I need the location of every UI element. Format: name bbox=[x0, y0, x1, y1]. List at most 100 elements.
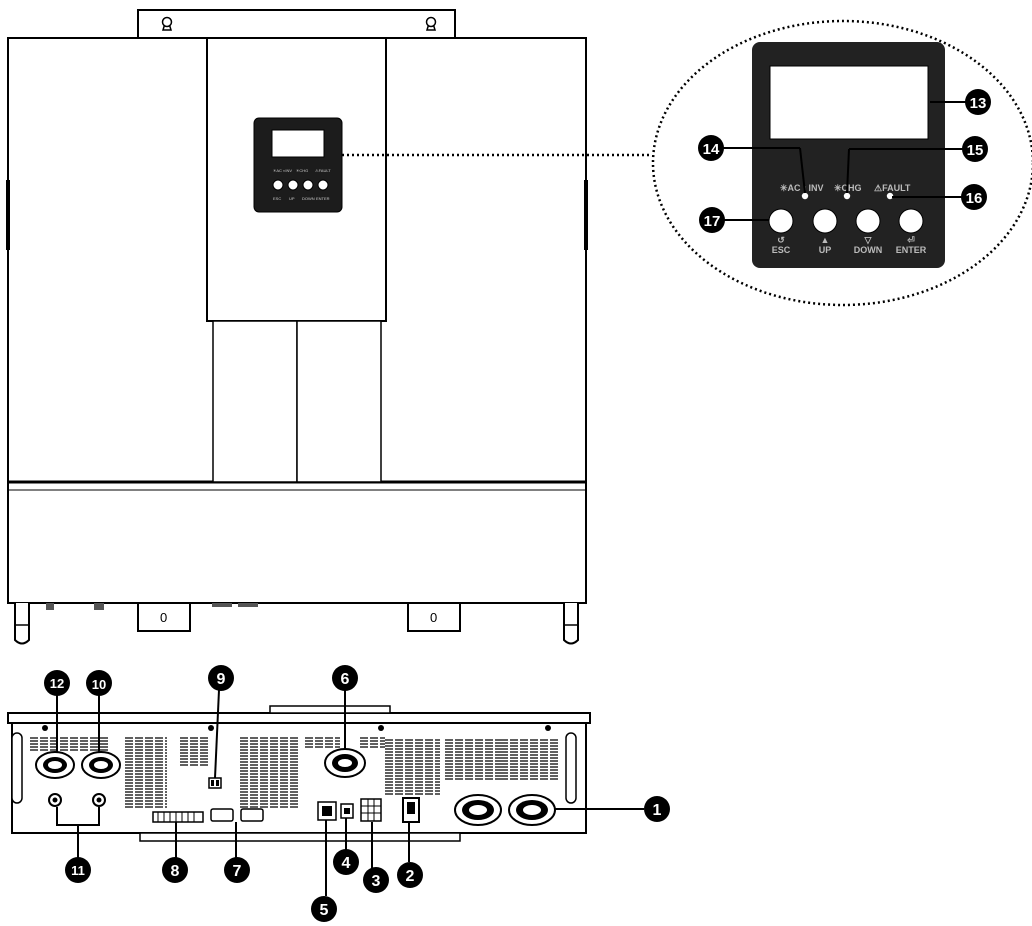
mount-tab-left: 0 bbox=[137, 602, 191, 632]
parallel-terminals bbox=[152, 811, 204, 823]
down-button[interactable]: ▽ DOWN bbox=[854, 208, 883, 255]
svg-text:2: 2 bbox=[406, 868, 415, 885]
callout-17: 17 bbox=[699, 207, 725, 233]
svg-text:⚠FAULT: ⚠FAULT bbox=[315, 168, 331, 173]
svg-text:✳AC ◐INV: ✳AC ◐INV bbox=[273, 168, 292, 173]
mount-label: 0 bbox=[430, 610, 437, 625]
callout-badge-icon bbox=[162, 857, 188, 883]
keyhole-icon bbox=[161, 16, 173, 31]
led-chg bbox=[843, 192, 851, 200]
callout-badge-icon bbox=[208, 665, 234, 691]
callout-badge-icon bbox=[332, 665, 358, 691]
zoomed-panel-view: ✳AC ◐INV ✳CHG ⚠FAULT ↺ ESC ▲ UP ▽ DOWN ⏎… bbox=[651, 19, 1032, 307]
led-ac-inv bbox=[801, 192, 809, 200]
svg-text:16: 16 bbox=[966, 190, 983, 207]
callout-10: 10 bbox=[86, 670, 112, 696]
callout-badge-icon bbox=[311, 896, 337, 922]
callout-8: 8 bbox=[162, 857, 188, 883]
esc-label: ESC bbox=[772, 245, 791, 255]
callout-3: 3 bbox=[363, 867, 389, 893]
lcd-screen bbox=[769, 65, 929, 140]
ac-input-gland bbox=[81, 751, 121, 779]
svg-text:3: 3 bbox=[372, 873, 381, 890]
callout-badge-icon bbox=[965, 89, 991, 115]
bottom-view: 1 2 3 4 5 6 7 8 bbox=[7, 665, 670, 922]
mount-label: 0 bbox=[160, 610, 167, 625]
svg-text:UP: UP bbox=[289, 196, 295, 201]
svg-text:15: 15 bbox=[967, 142, 984, 159]
svg-text:12: 12 bbox=[50, 676, 64, 691]
feet bbox=[14, 603, 579, 645]
power-switch[interactable] bbox=[402, 797, 420, 823]
led-label-ac-inv: ✳AC ◐INV bbox=[780, 183, 823, 193]
grounding-screws bbox=[48, 793, 106, 807]
svg-text:4: 4 bbox=[342, 855, 351, 872]
callout-badge-icon bbox=[224, 857, 250, 883]
ac-output-gland bbox=[35, 751, 75, 779]
callout-5: 5 bbox=[311, 896, 337, 922]
svg-text:11: 11 bbox=[71, 863, 85, 878]
esc-button[interactable]: ↺ ESC bbox=[768, 208, 794, 255]
svg-text:5: 5 bbox=[320, 902, 329, 919]
vent-slot-right bbox=[296, 320, 382, 483]
up-button[interactable]: ▲ UP bbox=[812, 208, 838, 255]
up-symbol: ▲ bbox=[821, 235, 830, 245]
svg-text:✳CHG: ✳CHG bbox=[296, 168, 308, 173]
svg-text:7: 7 bbox=[233, 863, 242, 880]
enter-button[interactable]: ⏎ ENTER bbox=[896, 208, 927, 255]
svg-text:9: 9 bbox=[217, 671, 226, 688]
callout-7: 7 bbox=[224, 857, 250, 883]
enter-label: ENTER bbox=[896, 245, 927, 255]
callout-badge-icon bbox=[962, 136, 988, 162]
callout-badge-icon bbox=[44, 670, 70, 696]
svg-text:1: 1 bbox=[653, 802, 662, 819]
bottom-connectors bbox=[46, 603, 258, 610]
svg-text:14: 14 bbox=[703, 141, 720, 158]
battery-gland-left bbox=[454, 794, 502, 826]
callout-13: 13 bbox=[965, 89, 991, 115]
callout-badge-icon bbox=[644, 796, 670, 822]
led-label-fault: ⚠FAULT bbox=[874, 183, 911, 193]
down-label: DOWN bbox=[854, 245, 883, 255]
parallel-comm-ports bbox=[210, 808, 264, 822]
callout-16: 16 bbox=[961, 184, 987, 210]
rs232-port bbox=[317, 801, 337, 821]
callout-15: 15 bbox=[962, 136, 988, 162]
callout-badge-icon bbox=[397, 862, 423, 888]
callout-4: 4 bbox=[333, 849, 359, 875]
callout-badge-icon bbox=[363, 867, 389, 893]
zoom-ellipse bbox=[651, 19, 1032, 307]
svg-text:13: 13 bbox=[970, 95, 987, 112]
svg-text:17: 17 bbox=[704, 213, 721, 230]
down-symbol: ▽ bbox=[864, 235, 873, 245]
callout-14: 14 bbox=[698, 135, 724, 161]
callout-1: 1 bbox=[644, 796, 670, 822]
svg-text:8: 8 bbox=[171, 863, 180, 880]
callout-badge-icon bbox=[698, 135, 724, 161]
vent-slot-left bbox=[212, 320, 298, 483]
mount-tab-right: 0 bbox=[407, 602, 461, 632]
parallel-dip-switch bbox=[208, 777, 222, 789]
callout-9: 9 bbox=[208, 665, 234, 691]
svg-text:ENTER: ENTER bbox=[316, 196, 330, 201]
wall-bracket bbox=[137, 9, 456, 43]
callout-badge-icon bbox=[65, 857, 91, 883]
bottom-leader-lines bbox=[56, 689, 644, 896]
panel-leader-lines bbox=[723, 101, 966, 221]
front-view: ✳AC ◐INV ✳CHG ⚠FAULT ESC UP DOWN ENTER 0 bbox=[6, 9, 588, 645]
svg-text:DOWN: DOWN bbox=[302, 196, 315, 201]
esc-symbol: ↺ bbox=[777, 235, 785, 245]
callout-badge-icon bbox=[961, 184, 987, 210]
battery-gland-right bbox=[508, 794, 556, 826]
callout-6: 6 bbox=[332, 665, 358, 691]
svg-text:10: 10 bbox=[92, 677, 106, 692]
callout-12: 12 bbox=[44, 670, 70, 696]
usb-port bbox=[340, 803, 354, 819]
mini-control-panel: ✳AC ◐INV ✳CHG ⚠FAULT ESC UP DOWN ENTER bbox=[253, 117, 343, 213]
callout-2: 2 bbox=[397, 862, 423, 888]
keyhole-icon bbox=[425, 16, 437, 31]
callout-badge-icon bbox=[86, 670, 112, 696]
callout-badge-icon bbox=[333, 849, 359, 875]
vent-grilles bbox=[30, 737, 560, 808]
